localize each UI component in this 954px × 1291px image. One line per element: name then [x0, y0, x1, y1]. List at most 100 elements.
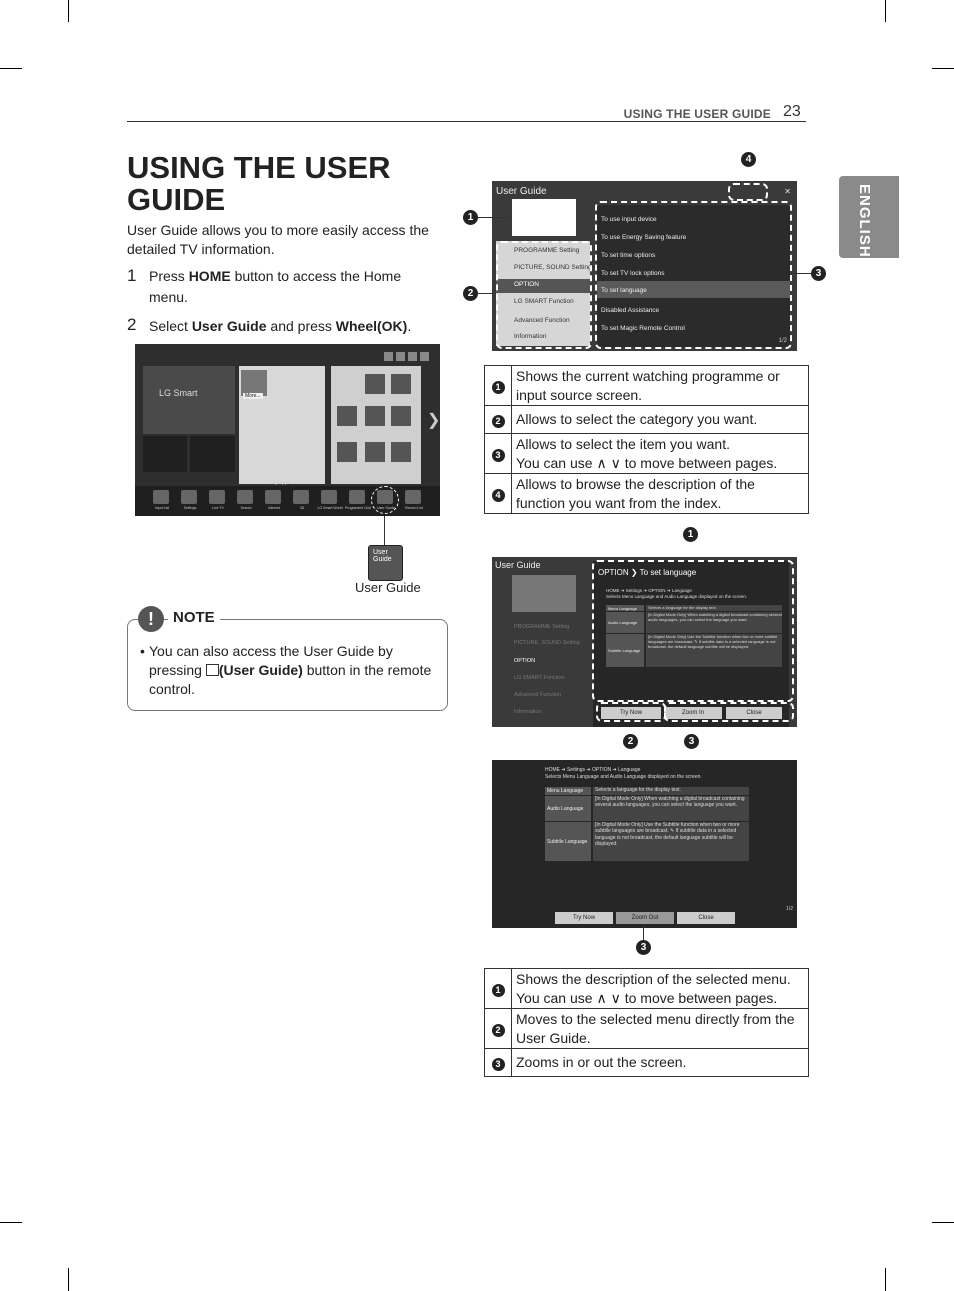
category-item[interactable]: Information [514, 333, 547, 340]
category-item[interactable]: Advanced Function [514, 692, 562, 698]
description-panel: OPTION ❯ To set language HOME ➔ Settings… [593, 561, 789, 727]
dock-app-icon[interactable] [237, 490, 253, 504]
try-now-button[interactable]: Try Now [601, 707, 661, 719]
table-row: 2 Allows to select the category you want. [484, 405, 809, 434]
category-item[interactable]: LG SMART Function [514, 675, 565, 681]
dock-app-label: Settings [183, 506, 197, 510]
step-number: 1 [127, 266, 137, 285]
category-item[interactable]: Advanced Function [514, 317, 570, 324]
category-item[interactable]: PROGRAMME Setting [514, 247, 580, 254]
zoom-in-button[interactable]: Zoom In [664, 707, 722, 719]
dock-app-icon[interactable] [153, 490, 169, 504]
list-item[interactable]: Disabled Assistance [601, 307, 660, 314]
dock-app-icon[interactable] [293, 490, 309, 504]
row-text: Zooms in or out the screen. [511, 1048, 809, 1077]
user-guide-screen-3: HOME ➔ Settings ➔ OPTION ➔ Language Sele… [492, 760, 797, 928]
category-item[interactable]: OPTION [514, 281, 539, 288]
panel-subtitle: Selects Menu Language and Audio Language… [545, 774, 702, 780]
try-now-button[interactable]: Try Now [555, 912, 613, 924]
dock-app-label: Internet [268, 506, 280, 510]
list-item[interactable]: To set Magic Remote Control [601, 325, 685, 332]
item-highlight [595, 201, 792, 349]
premium-panel: More... [239, 366, 325, 484]
leader-line [643, 926, 644, 940]
note-key: (User Guide) [218, 662, 303, 678]
dock-app-icon[interactable] [321, 490, 337, 504]
user-guide-screen-1: User Guide ✕ 1/2 [492, 181, 797, 351]
category-item[interactable]: Information [514, 709, 542, 715]
tv-preview [512, 575, 576, 612]
category-item[interactable]: PICTURE, SOUND Setting [514, 640, 580, 646]
home-screen-toolbar [384, 348, 434, 361]
dock-app-icon[interactable] [265, 490, 281, 504]
category-item[interactable]: PICTURE, SOUND Setting [514, 264, 592, 271]
callout-1: 1 [463, 210, 478, 225]
breadcrumb: HOME ➔ Settings ➔ OPTION ➔ Language [545, 767, 641, 773]
selected-item-highlight [597, 281, 790, 298]
row-value: Selects a language for the display text. [593, 787, 749, 795]
dock-app-icon[interactable] [181, 490, 197, 504]
note-label: NOTE [168, 609, 220, 626]
row-text: Allows to select the item you want.You c… [511, 433, 809, 474]
list-item[interactable]: To set TV lock options [601, 270, 665, 277]
step-text-part: Select [149, 318, 192, 334]
row-value: [In Digital Mode Only] Use the Subtitle … [593, 822, 749, 861]
close-icon[interactable]: ✕ [784, 187, 791, 196]
panel-subtitle: Selects Menu Language and Audio Language… [606, 594, 748, 599]
dock-app-icon[interactable] [349, 490, 365, 504]
crop-mark [68, 0, 69, 22]
user-guide-icon-text: User Guide [373, 549, 392, 563]
step-key: HOME [188, 268, 231, 284]
step-text: Select User Guide and press Wheel(OK). [149, 316, 439, 337]
more-link[interactable]: More... [243, 393, 263, 399]
breadcrumb: HOME ➔ Settings ➔ OPTION ➔ Language [606, 588, 692, 593]
leader-line [790, 273, 811, 274]
category-item[interactable]: PROGRAMME Setting [514, 624, 570, 630]
category-item[interactable]: LG SMART Function [514, 298, 574, 305]
callout-4: 4 [741, 152, 756, 167]
list-item[interactable]: To set time options [601, 252, 656, 259]
row-number-icon: 2 [491, 415, 505, 428]
description-highlight [592, 560, 794, 702]
crop-mark [932, 68, 954, 69]
crop-mark [885, 1268, 886, 1291]
dock-app-label: Record List [405, 506, 423, 510]
row-text-line: Allows to select the item you want. [516, 435, 730, 452]
list-item[interactable]: To use input device [601, 216, 657, 223]
row-text: Allows to select the category you want. [511, 405, 809, 434]
row-text-line: Shows the description of the selected me… [516, 970, 791, 987]
row-value: Selects a language for the display text. [646, 605, 782, 611]
callout-1: 1 [683, 527, 698, 542]
row-number-icon: 4 [491, 489, 505, 502]
list-item[interactable]: To use Energy Saving feature [601, 234, 687, 241]
step-text: Press HOME button to access the Home men… [149, 266, 439, 308]
intro-paragraph: User Guide allows you to more easily acc… [127, 222, 429, 257]
chevron-right-icon[interactable]: ❯ [427, 412, 440, 429]
item-list [597, 205, 790, 347]
row-number-icon: 2 [491, 1024, 505, 1037]
close-button[interactable]: Close [677, 912, 735, 924]
dock-app-label: Search [240, 506, 252, 510]
page-number: 23 [783, 103, 801, 120]
step-text-part: and press [266, 318, 336, 334]
bullet-icon: • [140, 643, 145, 659]
list-item[interactable]: To set language [601, 287, 647, 294]
tv-preview [512, 199, 576, 236]
row-key: Audio Language [545, 796, 591, 821]
panel-title: OPTION ❯ To set language [598, 568, 697, 577]
dock-app-icon[interactable] [209, 490, 225, 504]
category-item[interactable]: OPTION [514, 658, 536, 664]
close-button[interactable]: Close [726, 707, 782, 719]
zoom-out-button[interactable]: Zoom Out [616, 912, 674, 924]
dock-app-icon[interactable] [405, 490, 421, 504]
dock-app-label: Live TV [212, 506, 224, 510]
note-text-part: button in the remote control. [149, 662, 432, 697]
user-guide-caption: User Guide [355, 580, 421, 595]
note-text-part: You can also access the User Guide by pr… [149, 643, 393, 678]
